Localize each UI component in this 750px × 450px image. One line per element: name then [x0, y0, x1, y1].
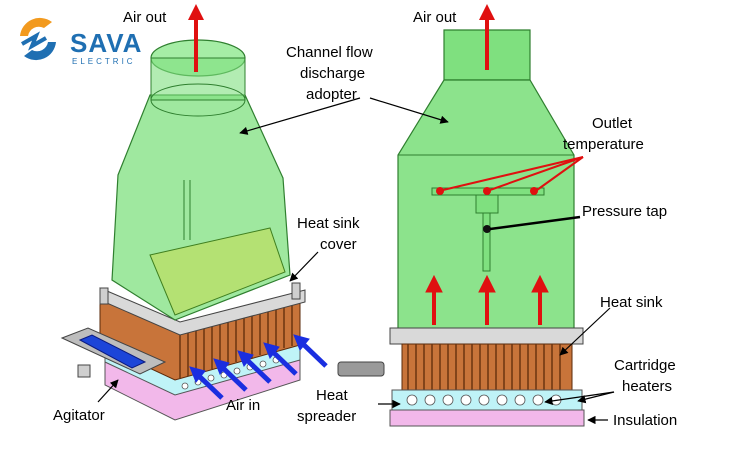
logo-name: SAVA [70, 28, 142, 58]
label-adopter-2: discharge [300, 65, 365, 82]
left-assembly [60, 4, 328, 421]
right-assembly [337, 4, 585, 427]
agitator [60, 327, 167, 378]
right-fin-lines [407, 344, 561, 390]
sava-logo: SAVA ELECTRIC [20, 17, 142, 66]
label-insulation: Insulation [613, 412, 677, 429]
label-air-out-right: Air out [413, 9, 457, 26]
label-cover-1: Heat sink [297, 215, 360, 232]
agitator-blade [78, 334, 147, 369]
labels: Air out Air out Channel flow discharge a… [53, 9, 677, 429]
right-heat-sink [401, 343, 573, 391]
right-heat-sink-cover [389, 327, 584, 345]
label-cartridge-2: heaters [622, 378, 672, 395]
label-heat-sink: Heat sink [600, 294, 663, 311]
right-air-out-arrow [479, 4, 495, 70]
logo-emblem-icon [20, 17, 56, 61]
outlet-temperature-probes [436, 187, 538, 195]
left-fin-lines [179, 304, 293, 378]
left-bolts [99, 282, 301, 305]
left-channel-base [149, 227, 286, 316]
label-adopter-3: adopter [306, 86, 357, 103]
right-side-handle [337, 361, 385, 377]
logo-tagline: ELECTRIC [72, 57, 136, 66]
label-cartridge-1: Cartridge [614, 357, 676, 374]
right-insulation [389, 409, 585, 427]
air-in-arrows [189, 334, 328, 400]
left-air-out-arrow [188, 4, 204, 72]
label-spreader-2: spreader [297, 408, 356, 425]
right-spreader-holes [406, 394, 562, 406]
label-cover-2: cover [320, 236, 357, 253]
label-agitator: Agitator [53, 407, 105, 424]
label-adopter-1: Channel flow [286, 44, 373, 61]
label-air-in: Air in [226, 397, 260, 414]
leader-lines [97, 97, 615, 425]
right-flow-arrows [425, 274, 549, 325]
label-outlet-1: Outlet [592, 115, 633, 132]
label-outlet-2: temperature [563, 136, 644, 153]
label-air-out-left: Air out [123, 9, 167, 26]
label-spreader-1: Heat [316, 387, 349, 404]
label-pressure-tap: Pressure tap [582, 203, 667, 220]
pressure-tap-point [483, 225, 491, 233]
